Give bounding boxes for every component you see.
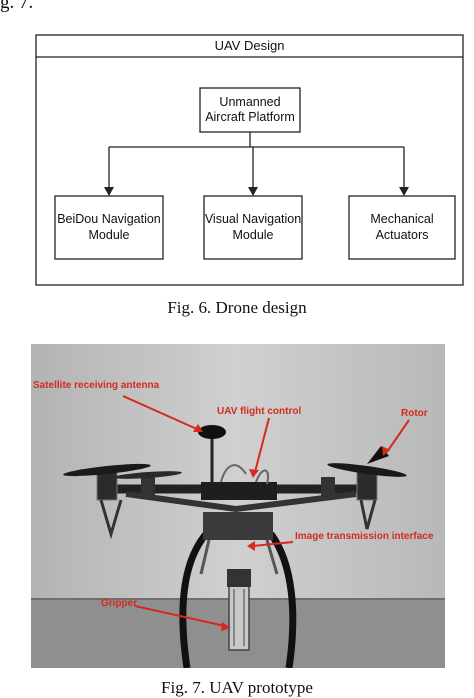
- propeller-left-rear: [114, 471, 182, 479]
- drone-center-plate: [201, 482, 277, 500]
- arrowhead-antenna: [193, 424, 203, 432]
- arrowhead-interface: [247, 541, 255, 551]
- child-node-mechanical-line2: Actuators: [376, 228, 429, 242]
- child-node-box-visual: [203, 195, 303, 260]
- arrowhead-middle: [248, 187, 258, 196]
- diagram-title: UAV Design: [215, 38, 285, 53]
- root-node-line2: Aircraft Platform: [205, 110, 295, 124]
- arrowhead-gripper: [221, 622, 231, 631]
- landing-leg-right: [268, 531, 297, 668]
- child-node-beidou-line1: BeiDou Navigation: [57, 212, 161, 226]
- motor-left-front: [96, 471, 118, 501]
- motor-right-front: [356, 471, 378, 501]
- drone-lower-body: [203, 512, 273, 540]
- motor-right-rear: [321, 477, 335, 497]
- arrowhead-left: [104, 187, 114, 196]
- child-node-visual-line2: Module: [233, 228, 274, 242]
- propeller-left-front: [63, 463, 151, 477]
- root-node-box: [199, 87, 301, 133]
- child-node-beidou-line2: Module: [89, 228, 130, 242]
- landing-leg-left: [179, 531, 209, 668]
- arrowhead-rotor: [382, 446, 390, 456]
- annotation-flight-control-label: UAV flight control: [217, 406, 301, 417]
- arrowhead-right: [399, 187, 409, 196]
- annotation-rotor-label: Rotor: [401, 408, 428, 419]
- page-fragment-text: g. 7.: [0, 0, 34, 13]
- child-node-box-beidou: [54, 195, 164, 260]
- gripper-frame: [228, 583, 250, 651]
- fig7-caption: Fig. 7. UAV prototype: [161, 678, 313, 697]
- annotation-image-interface-label: Image transmission interface: [295, 531, 434, 542]
- gripper-servo: [227, 569, 251, 587]
- uav-prototype-photo: Satellite receiving antenna UAV flight c…: [31, 344, 445, 668]
- fig6-caption: Fig. 6. Drone design: [167, 298, 307, 317]
- arrowhead-flight-control: [249, 469, 259, 478]
- root-node-line1: Unmanned: [219, 95, 280, 109]
- gps-antenna: [198, 425, 226, 439]
- annotation-gripper-label: Gripper: [101, 598, 137, 609]
- child-node-box-mechanical: [348, 195, 456, 260]
- motor-left-rear: [141, 477, 155, 497]
- diagram-outer-frame: [35, 34, 464, 286]
- propeller-right-front: [327, 463, 407, 477]
- child-node-visual-line1: Visual Navigation: [205, 212, 301, 226]
- annotation-antenna-label: Satellite receiving antenna: [33, 380, 160, 391]
- child-node-mechanical-line1: Mechanical: [370, 212, 433, 226]
- uav-design-diagram: UAV Design Unmanned Aircraft Platform Be…: [35, 34, 464, 286]
